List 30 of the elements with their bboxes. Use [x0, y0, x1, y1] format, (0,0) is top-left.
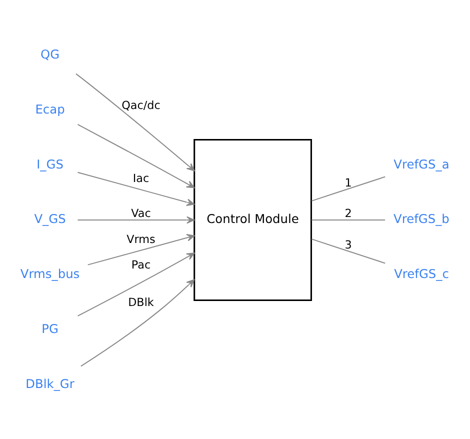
- edge-label: Qac/dc: [122, 98, 160, 112]
- arrow: [76, 72, 195, 171]
- arrow: [78, 171, 195, 206]
- node-text: Vrms_bus: [20, 266, 80, 281]
- node-text: DBlk_Gr: [26, 376, 74, 390]
- arrow: [78, 252, 195, 316]
- node-text: VrefGS_a: [394, 156, 450, 171]
- node-text: VrefGS_b: [394, 212, 450, 226]
- edge-label: Vac: [131, 206, 151, 220]
- connector: [311, 176, 386, 201]
- arrow: [88, 234, 195, 265]
- node-text: PG: [42, 321, 58, 336]
- edge-label: Iac: [132, 172, 150, 185]
- node-text: VrefGS_c: [394, 266, 449, 281]
- arrow: [77, 123, 195, 188]
- edge-label: 2: [344, 206, 352, 220]
- connector: [311, 238, 386, 264]
- edge-label: 3: [344, 238, 352, 251]
- node-text: V_GS: [34, 212, 66, 226]
- edge-label: Pac: [131, 258, 151, 272]
- node-text: Ecap: [35, 102, 65, 116]
- connector: [312, 219, 386, 220]
- node-text: I_GS: [36, 156, 64, 171]
- edge-label: DBlk: [128, 296, 154, 309]
- arrow: [80, 278, 194, 366]
- edge-label: 1: [344, 176, 352, 189]
- node-text: QG: [40, 47, 60, 62]
- arrow: [78, 216, 195, 224]
- node-box: Control Module: [194, 138, 312, 301]
- edge-label: Vrms: [126, 232, 156, 246]
